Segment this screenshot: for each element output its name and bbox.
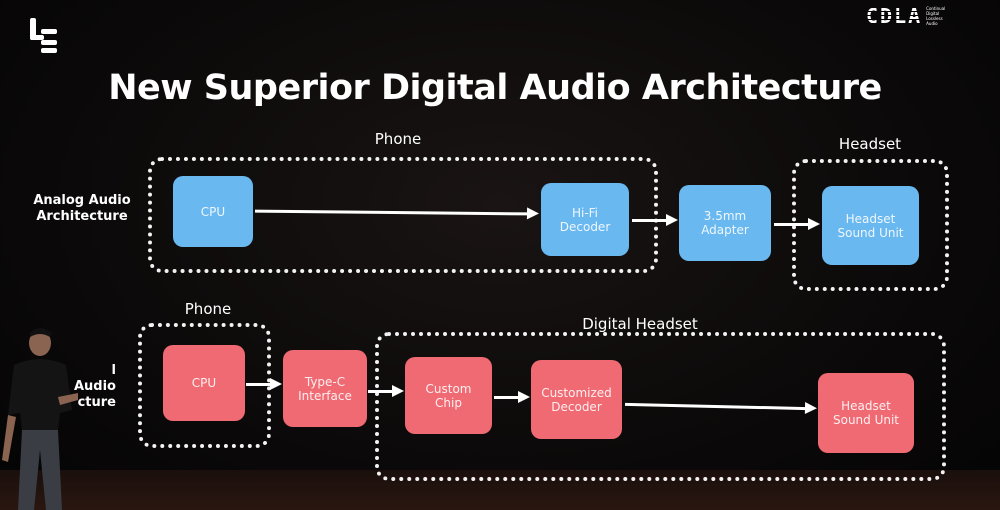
arrow-hifi-to-adapter [632,214,678,226]
arrow-adapter-to-sound [774,218,820,230]
analog-architecture-label: Analog Audio Architecture [33,193,131,224]
digital-headset-group [375,332,946,481]
analog-headset-label: Headset [838,135,902,153]
le-logo [30,18,60,54]
cdla-logo: CDLA Continual Digital Lossless Audio [866,4,946,28]
presenter [2,328,78,510]
analog-phone-label: Phone [374,130,422,148]
arrow-typec-to-chip [368,385,404,397]
digital-phone-label: Phone [184,300,232,318]
digital-architecture-label: l Audio cture [73,363,116,410]
analog-phone-group [148,157,658,273]
digital-cpu-node: CPU [163,345,245,421]
arrow-cpu-to-typec [246,378,282,390]
slide-title: New Superior Digital Audio Architecture [108,68,882,108]
digital-headset-label: Digital Headset [582,315,698,333]
stage-floor [0,470,1000,510]
arrow-chip-to-decoder [494,391,530,403]
analog-cpu-node: CPU [173,176,253,247]
